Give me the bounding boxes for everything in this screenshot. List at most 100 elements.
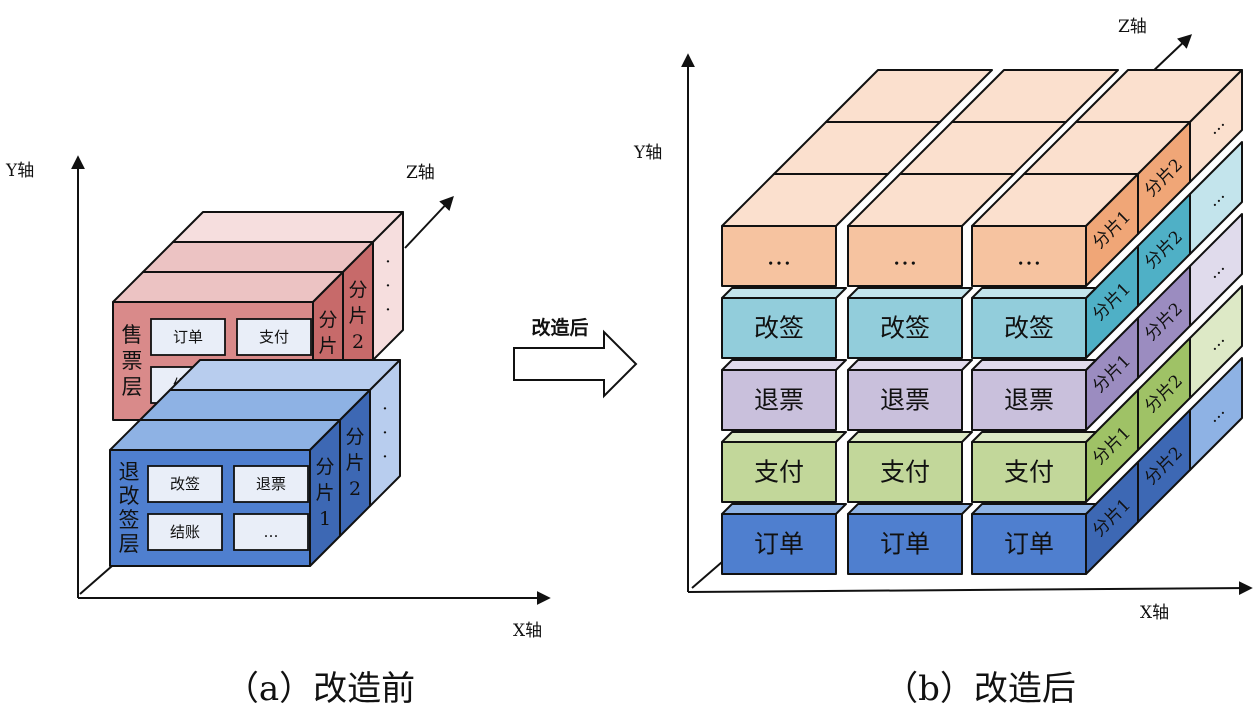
block-front	[721, 513, 837, 575]
shard-label-char: 2	[352, 331, 364, 353]
z-axis-far	[404, 195, 454, 249]
block-front	[971, 441, 1087, 503]
block-front	[847, 369, 963, 431]
layer-label-char: 改	[119, 484, 140, 508]
block-top-strip	[721, 431, 847, 443]
layer-label-char: 退	[119, 460, 140, 484]
shard-more-dot: ·	[382, 447, 388, 468]
x-axis-right	[687, 581, 1253, 596]
transition-label: 改造后	[531, 316, 588, 339]
block-label: 订单	[880, 530, 930, 559]
x-axis-label: X轴	[513, 621, 542, 641]
shard-label-char: 片	[318, 335, 337, 357]
block-label: …	[893, 242, 918, 271]
rebook-layer-block: ···分片2分片1退改签层改签退票结账…	[109, 359, 401, 567]
block-front	[847, 225, 963, 287]
shard-more-dot: ·	[385, 276, 391, 297]
block-top-strip	[847, 287, 973, 299]
shard-more-dot: ·	[382, 399, 388, 420]
y-axis-label-right: Y轴	[633, 143, 662, 163]
z-axis-label-right: Z轴	[1118, 17, 1147, 37]
block-top-strip	[971, 287, 1097, 299]
shard-label-char: 片	[348, 305, 367, 327]
block-label: 支付	[1004, 458, 1054, 487]
block-front	[971, 297, 1087, 359]
block-front	[847, 513, 963, 575]
z-axis-label: Z轴	[406, 163, 435, 183]
block-front	[721, 441, 837, 503]
block-top-strip	[847, 359, 973, 371]
shard-label-char: 分	[345, 426, 364, 448]
shard-label-char: 分	[318, 309, 337, 331]
slice-top	[169, 359, 401, 391]
block-top-strip	[971, 359, 1097, 371]
x-axis-label-right: X轴	[1140, 603, 1169, 623]
block-label: …	[1017, 242, 1042, 271]
layer-label-char: 售	[122, 323, 143, 347]
block-label: 改签	[754, 314, 804, 343]
shard-label-char: 2	[349, 478, 361, 500]
module-label: …	[264, 523, 279, 541]
block-label: 改签	[880, 314, 930, 343]
block-front	[847, 441, 963, 503]
hollow-arrow-shape	[513, 329, 638, 399]
block-front	[721, 369, 837, 431]
block-top-strip	[847, 503, 973, 515]
block-top-strip	[721, 287, 847, 299]
block-label: 订单	[754, 530, 804, 559]
block-top-strip	[721, 359, 847, 371]
block-label: 订单	[1004, 530, 1054, 559]
module-label: 结账	[170, 523, 200, 541]
module-label: 改签	[170, 475, 200, 493]
block-front	[971, 225, 1087, 287]
shard-label-char: 1	[319, 508, 331, 530]
block-label: 支付	[880, 458, 930, 487]
block-label: 支付	[754, 458, 804, 487]
slice-top	[172, 211, 404, 243]
module-label: 支付	[259, 328, 289, 346]
block-front	[971, 513, 1087, 575]
z-axis-right	[691, 561, 723, 589]
transition-arrow: 改造后	[513, 316, 638, 399]
module-label: 订单	[173, 328, 203, 346]
module-box	[233, 465, 309, 503]
shard-label-char: 片	[345, 452, 364, 474]
layer-label-char: 层	[119, 532, 140, 556]
slice-top	[109, 419, 341, 451]
layer-label-char: 层	[122, 375, 143, 399]
block-label: 改签	[1004, 314, 1054, 343]
block-top-strip	[847, 431, 973, 443]
shard-label-char: 分	[315, 456, 334, 478]
block-top-strip	[971, 503, 1097, 515]
module-box	[147, 465, 223, 503]
shard-label-char: 片	[315, 482, 334, 504]
module-box	[233, 513, 309, 551]
shard-label-char: 分	[348, 279, 367, 301]
module-box	[150, 318, 226, 356]
slice-top	[142, 241, 374, 273]
block-label: 退票	[754, 386, 804, 415]
block-label: 退票	[1004, 386, 1054, 415]
caption-after: （b）改造后	[884, 669, 1076, 709]
y-axis-label: Y轴	[5, 161, 34, 181]
block-top-strip	[971, 431, 1097, 443]
before-diagram: Y轴 Z轴 X轴 ···分片2分片1售票层订单支付候补… ···分片2分片1退改…	[5, 155, 551, 709]
sharded-cube: …分片2分片1…………分片2分片1改签改签改签…分片2分片1退票退票退票…分片2…	[721, 69, 1243, 575]
shard-more-dot: ·	[382, 423, 388, 444]
caption-before: （a）改造前	[225, 669, 415, 709]
z-axis-right-far	[1149, 34, 1193, 75]
block-label: …	[767, 242, 792, 271]
module-box	[236, 318, 312, 356]
after-diagram: Y轴 Z轴 X轴 …分片2分片1…………分片2分片1改签改签改签…分片2分片1退…	[633, 17, 1253, 709]
module-box	[147, 513, 223, 551]
block-label: 退票	[880, 386, 930, 415]
block-front	[971, 369, 1087, 431]
block-front	[721, 225, 837, 287]
slice-top	[139, 389, 371, 421]
shard-more-dot: ·	[385, 252, 391, 273]
block-top-strip	[721, 503, 847, 515]
shard-more-dot: ·	[385, 300, 391, 321]
layer-label-char: 票	[122, 349, 143, 373]
module-label: 退票	[256, 475, 286, 493]
